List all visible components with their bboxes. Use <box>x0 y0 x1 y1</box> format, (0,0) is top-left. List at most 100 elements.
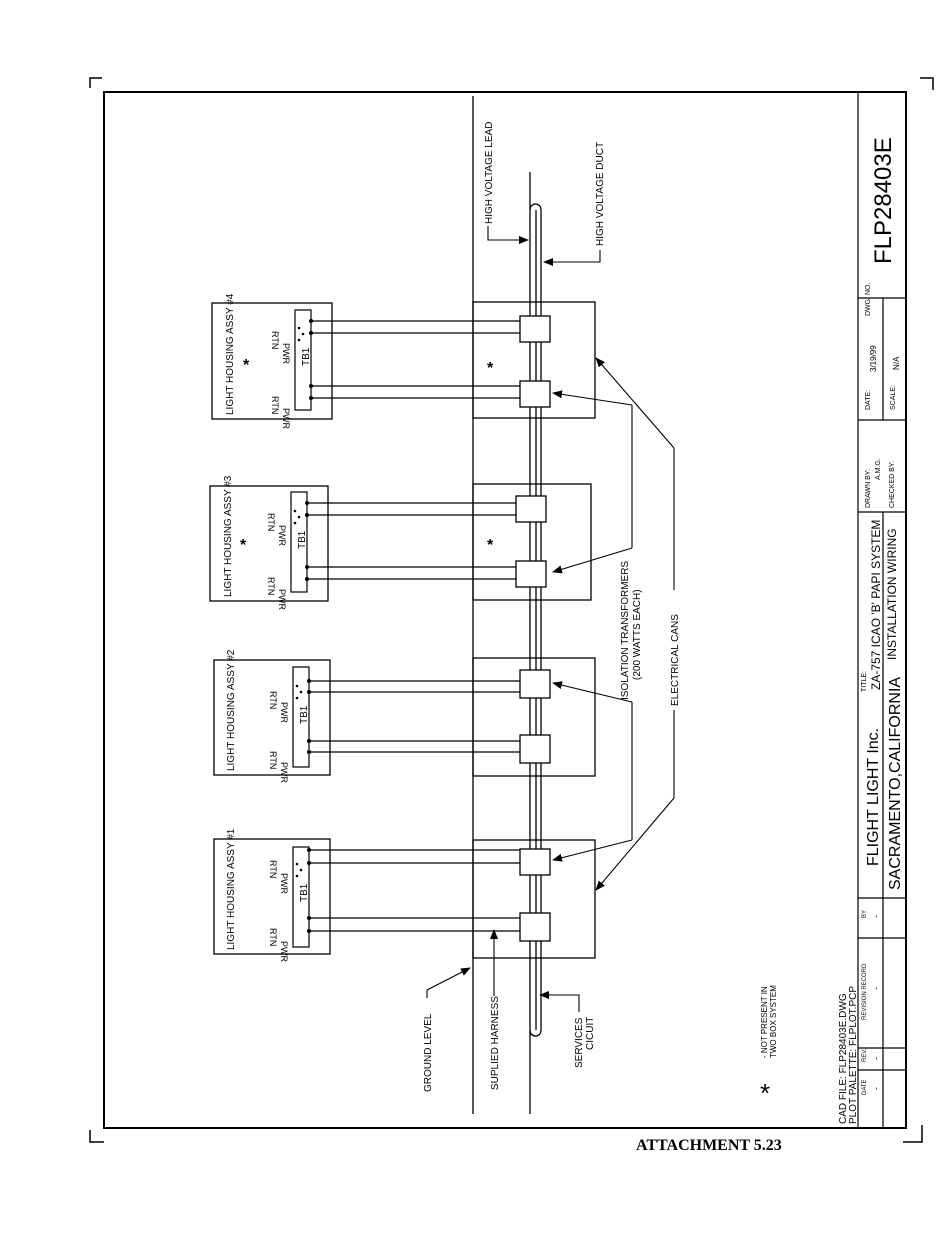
attachment-label: ATTACHMENT 5.23 <box>636 1137 782 1154</box>
sheet-border <box>103 91 907 1129</box>
checked-by-label: CHECKED BY: <box>889 461 896 508</box>
isolation-transformers <box>515 315 551 942</box>
pwr-label: PWR <box>277 525 287 546</box>
transformer-4a <box>519 315 551 343</box>
cans-leader-1 <box>595 357 675 449</box>
hv-duct-leader <box>543 250 601 266</box>
revision-rev-label: REV. <box>862 1048 868 1062</box>
tb-dot <box>301 332 305 336</box>
rtn-label: RTN <box>266 513 276 531</box>
title-line-2: INSTALLATION WIRING <box>885 528 899 660</box>
light-housing-4: LIGHT HOUSING ASSY #4 * <box>211 293 333 420</box>
drawn-by-value: A.M.G. <box>875 458 882 480</box>
can-asterisk-4: * <box>487 360 494 377</box>
pwr-label: PWR <box>279 702 289 723</box>
tb-dot <box>295 862 299 866</box>
revision-rev-value: - <box>871 1057 881 1060</box>
date-label: DATE: <box>865 390 872 410</box>
tb1-label-3: TB1 <box>297 530 308 549</box>
rtn-label: RTN <box>268 691 278 709</box>
tb-dot <box>299 868 303 872</box>
label-ground-level: GROUND LEVEL <box>423 1013 434 1092</box>
title-label: TITLE: <box>861 671 868 692</box>
revision-date-value: - <box>871 1087 881 1090</box>
housing-asterisk-3: * <box>240 537 247 554</box>
pwr-label: PWR <box>279 941 289 962</box>
title-line-1: ZA-757 ICAO 'B' PAPI SYSTEM <box>869 520 883 690</box>
revision-date-label: DATE <box>862 1079 868 1095</box>
rtn-label: RTN <box>268 751 278 769</box>
tb-dot <box>293 521 297 525</box>
revision-record-label: REVISION RECORD <box>862 963 868 1020</box>
pwr-label: PWR <box>277 589 287 610</box>
pwr-label: PWR <box>279 873 289 894</box>
label-isolation-transformers: ISOLATION TRANSFORMERS <box>620 561 631 700</box>
tb-dot <box>293 509 297 513</box>
transformer-1b <box>519 912 551 942</box>
rtn-label: RTN <box>270 331 280 349</box>
tb1-label-1: TB1 <box>299 883 310 902</box>
electrical-can-3 <box>472 483 592 601</box>
tb-dot <box>297 515 301 519</box>
tb-dot <box>299 690 303 694</box>
label-services: SERVICES <box>574 1017 585 1068</box>
label-circuit: CICUIT <box>585 1017 596 1050</box>
tb-dot <box>295 874 299 878</box>
cad-file: CAD FILE: FLP28403E.DWG <box>838 993 849 1124</box>
revision-by-value: - <box>871 915 881 918</box>
revision-record: BY - REVISION RECORD - REV. - DATE - <box>862 910 881 1095</box>
transformer-1a <box>519 848 551 876</box>
services-leader <box>539 991 580 1012</box>
housing-label-1: LIGHT HOUSING ASSY #1 <box>226 828 237 950</box>
dwg-no-label: DWG. NO. <box>865 283 872 316</box>
iso-leader-4 <box>552 839 633 862</box>
housing-label-2: LIGHT HOUSING ASSY #2 <box>226 649 237 771</box>
company-location: SACRAMENTO,CALIFORNIA <box>887 677 904 890</box>
date-value: 3/19/99 <box>869 345 878 372</box>
light-housing-2: LIGHT HOUSING ASSY #2 <box>213 649 331 776</box>
note-line-1: - NOT PRESENT IN <box>760 986 769 1058</box>
pwr-label: PWR <box>281 343 291 364</box>
tb-dot <box>295 684 299 688</box>
transformer-2b <box>519 734 551 764</box>
drawing-number: FLP28403E <box>870 137 897 264</box>
cans-leader-2 <box>595 797 675 891</box>
label-electrical-cans: ELECTRICAL CANS <box>670 614 681 706</box>
rtn-label: RTN <box>266 577 276 595</box>
transformer-3a <box>515 495 547 523</box>
label-supplied-harness: SUPLIED HARNESS <box>490 996 501 1090</box>
ground-leader <box>426 967 471 998</box>
housing-asterisk-4: * <box>243 357 250 374</box>
pwr-label: PWR <box>281 408 291 429</box>
light-housing-3: LIGHT HOUSING ASSY #3 * <box>209 475 329 602</box>
iso-leader-1 <box>552 390 633 406</box>
terminal-blocks: TB1RTNPWRRTNPWRTB1RTNPWRRTNPWRTB1RTNPWRR… <box>266 319 520 962</box>
revision-by-label: BY <box>862 910 868 918</box>
scale-value: N/A <box>892 356 901 370</box>
label-isolation-watts: (200 WATTS EACH) <box>632 589 643 680</box>
electrical-can-2 <box>472 657 596 777</box>
iso-leader-2 <box>552 547 633 574</box>
iso-leader-3 <box>552 681 633 703</box>
tb-dot <box>297 326 301 330</box>
note-line-2: TWO BOX SYSTEM <box>769 985 778 1058</box>
label-high-voltage-lead: HIGH VOLTAGE LEAD <box>484 122 495 224</box>
high-voltage-duct <box>529 172 542 1114</box>
scale-label: SCALE: <box>890 385 897 410</box>
hv-lead-leader <box>487 226 529 244</box>
electrical-can-1 <box>472 839 596 959</box>
tb1-label-4: TB1 <box>301 347 312 366</box>
housing-label-3: LIGHT HOUSING ASSY #3 <box>223 475 234 597</box>
company-name: FLIGHT LIGHT Inc. <box>865 728 882 866</box>
light-housing-1: LIGHT HOUSING ASSY #1 <box>213 828 331 955</box>
rtn-label: RTN <box>268 928 278 946</box>
title-block-grid <box>857 92 906 1128</box>
note-asterisk: * <box>760 1078 770 1108</box>
crop-marks <box>89 77 934 1143</box>
rtn-label: RTN <box>268 860 278 878</box>
revision-record-value: - <box>871 987 881 990</box>
housing-label-4: LIGHT HOUSING ASSY #4 <box>225 293 236 415</box>
rtn-label: RTN <box>270 396 280 414</box>
plot-palette: PLOT PALETTE: FLPLOT.PCP <box>848 986 859 1124</box>
